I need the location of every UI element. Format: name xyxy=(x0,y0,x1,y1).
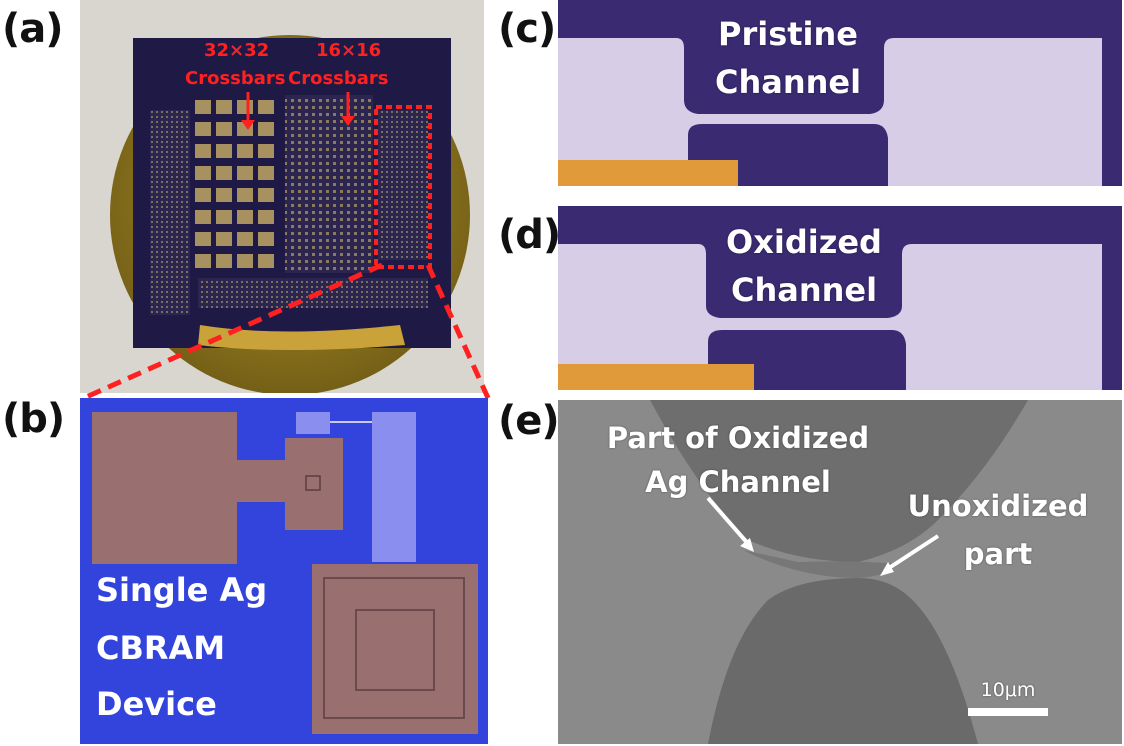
crossbar-16-word: Crossbars xyxy=(288,68,389,89)
sem-panel: Part of Oxidized Ag Channel Unoxidized p… xyxy=(558,400,1122,744)
device-caption-line2: CBRAM xyxy=(96,629,226,667)
wafer-photo xyxy=(110,35,470,393)
pristine-channel-image xyxy=(558,38,1102,186)
device-caption-line1: Single Ag xyxy=(96,571,268,609)
device-layout xyxy=(92,412,478,734)
device-caption-line3: Device xyxy=(96,685,217,723)
crossbar-32-size: 32×32 xyxy=(204,40,270,61)
pristine-channel-panel: Pristine Channel xyxy=(558,0,1122,186)
pristine-caption-line2: Channel xyxy=(714,63,862,101)
highlight-box xyxy=(374,105,432,269)
unoxidized-annotation-line1: Unoxidized xyxy=(907,489,1089,523)
oxidized-channel-panel: Oxidized Channel xyxy=(558,206,1122,390)
panel-label-d: (d) xyxy=(498,212,561,258)
oxidized-annotation-line2: Ag Channel xyxy=(645,465,831,499)
device-panel: Single Ag CBRAM Device xyxy=(80,398,488,744)
crossbar-16-size: 16×16 xyxy=(316,40,382,61)
crossbar-32-array xyxy=(195,100,274,268)
panel-label-b: (b) xyxy=(2,396,65,442)
scale-bar xyxy=(968,708,1048,716)
pristine-caption-line1: Pristine xyxy=(718,15,858,53)
scale-bar-label: 10μm xyxy=(980,679,1036,701)
panel-label-c: (c) xyxy=(498,6,556,52)
crossbar-16-array xyxy=(285,95,373,273)
panel-label-e: (e) xyxy=(498,398,560,444)
sem-image xyxy=(650,400,1048,744)
oxidized-channel-image xyxy=(558,244,1102,390)
unoxidized-annotation-line2: part xyxy=(963,537,1033,571)
panel-label-a: (a) xyxy=(2,6,64,52)
oxidized-annotation-line1: Part of Oxidized xyxy=(606,421,870,455)
oxidized-caption-line1: Oxidized xyxy=(726,223,882,261)
oxidized-caption-line2: Channel xyxy=(730,271,878,309)
crossbar-32-word: Crossbars xyxy=(185,68,286,89)
wafer-photo-panel: 32×32 Crossbars 16×16 Crossbars xyxy=(80,0,484,393)
